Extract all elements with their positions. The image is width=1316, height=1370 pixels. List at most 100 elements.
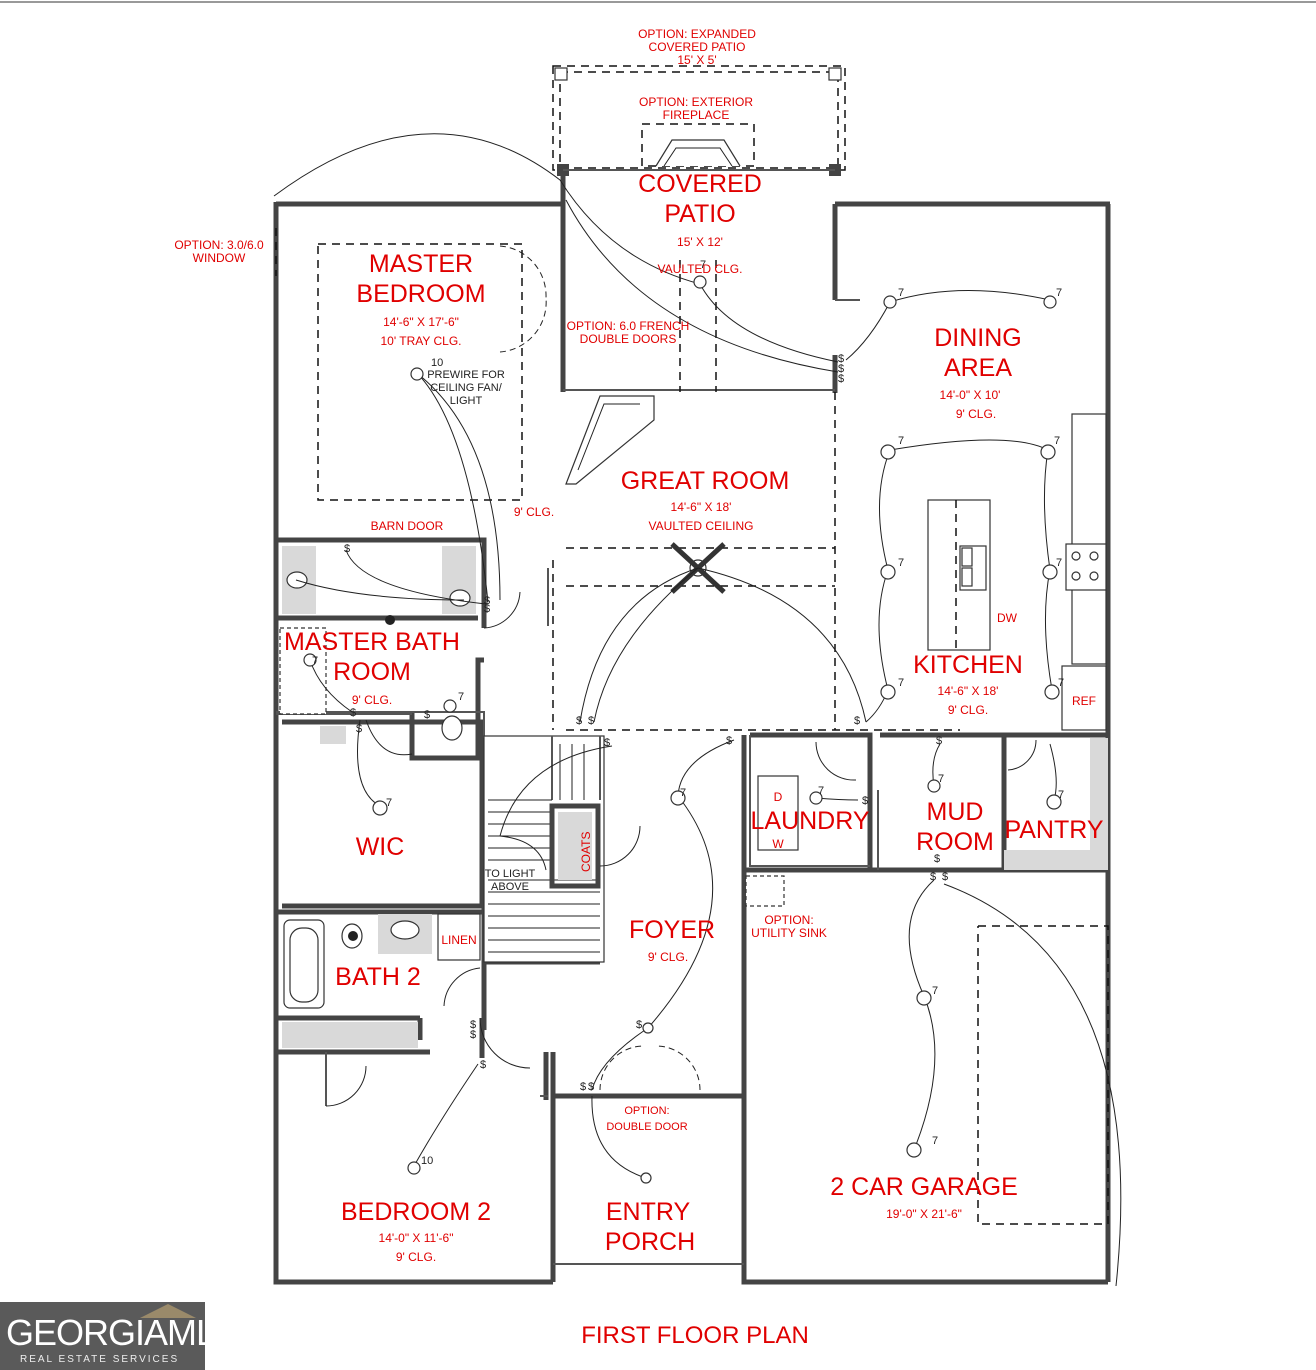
switch-symbol: $ (580, 1081, 586, 1093)
svg-text:9' CLG.: 9' CLG. (396, 1250, 436, 1264)
circuit-number: 7 (1058, 677, 1064, 689)
ceiling-dashed-lines (275, 228, 1109, 1225)
svg-text:ROOM: ROOM (333, 658, 411, 686)
switch-symbol: $ (344, 543, 350, 555)
circuit-number: 7 (898, 287, 904, 299)
switch-symbol: $ (636, 1019, 642, 1031)
linen-label: LINEN (441, 933, 476, 947)
pantry-label: PANTRY (1004, 816, 1103, 844)
svg-text:KITCHEN: KITCHEN (913, 651, 1023, 679)
switch-symbol: $ (854, 715, 860, 727)
svg-text:FOYER: FOYER (629, 916, 715, 944)
washer-label: W (772, 837, 784, 851)
svg-text:ENTRY: ENTRY (606, 1198, 691, 1226)
switch-symbol: $ (934, 853, 940, 865)
circuit-number: 7 (898, 557, 904, 569)
covered-patio-label: COVERED PATIO 15' X 12' VAULTED CLG. (638, 170, 762, 276)
interior-walls (276, 389, 1108, 1106)
svg-text:WINDOW: WINDOW (193, 251, 246, 265)
circuit-number: 7 (680, 787, 686, 799)
svg-text:VAULTED CLG.: VAULTED CLG. (658, 262, 743, 276)
fireplace-option-label: OPTION: EXTERIOR FIREPLACE (639, 95, 753, 122)
svg-text:OPTION: EXTERIOR: OPTION: EXTERIOR (639, 95, 753, 109)
mud-room-label: MUD ROOM (916, 798, 994, 856)
wic-label: WIC (356, 833, 405, 861)
svg-text:OPTION: EXPANDED: OPTION: EXPANDED (638, 27, 756, 41)
svg-text:14'-0" X 11'-6": 14'-0" X 11'-6" (379, 1231, 454, 1245)
svg-text:9' CLG.: 9' CLG. (352, 693, 392, 707)
dining-area-label: DINING AREA 14'-0" X 10' 9' CLG. (934, 324, 1022, 421)
dishwasher-label: DW (997, 611, 1018, 625)
svg-text:PORCH: PORCH (605, 1228, 695, 1256)
door-swings (325, 245, 1037, 1107)
kitchen-fixtures (745, 413, 1107, 907)
svg-text:OPTION: 6.0 FRENCH: OPTION: 6.0 FRENCH (567, 319, 690, 333)
patio-option-label: OPTION: EXPANDED COVERED PATIO 15' X 5' (638, 27, 756, 67)
master-bedroom-label: MASTER BEDROOM 14'-6" X 17'-6" 10' TRAY … (356, 250, 485, 348)
switch-symbol: $ (470, 1019, 476, 1031)
circuit-number: 7 (458, 691, 464, 703)
switch-symbol: $ (480, 1059, 486, 1071)
svg-text:VAULTED CEILING: VAULTED CEILING (649, 519, 754, 533)
circuit-number: 7 (932, 985, 938, 997)
circuit-number: 7 (898, 677, 904, 689)
refrigerator-label: REF (1072, 694, 1096, 708)
svg-text:COVERED PATIO: COVERED PATIO (649, 40, 746, 54)
circuit-number: 7 (1058, 789, 1064, 801)
utility-sink-label: OPTION: UTILITY SINK (751, 913, 827, 940)
svg-text:PATIO: PATIO (664, 200, 735, 228)
svg-text:AREA: AREA (944, 354, 1012, 382)
electrical-wiring (273, 133, 1122, 1287)
switch-symbol: $ (484, 603, 490, 615)
svg-text:PREWIRE FOR: PREWIRE FOR (427, 369, 505, 381)
switch-symbol: $ (576, 715, 582, 727)
bedroom-fan-number: 10 (421, 1155, 433, 1167)
svg-text:GREAT ROOM: GREAT ROOM (621, 467, 790, 495)
svg-text:MASTER: MASTER (369, 250, 473, 278)
switch-symbol: $ (726, 735, 732, 747)
ceiling-fan-prewire-label: PREWIRE FOR CEILING FAN/ LIGHT (427, 369, 505, 407)
light-fixtures (303, 275, 1062, 1184)
circuit-number: 7 (1056, 557, 1062, 569)
svg-text:14'-0" X 10': 14'-0" X 10' (940, 388, 1001, 402)
svg-text:15' X 12': 15' X 12' (677, 235, 723, 249)
switch-symbol: $ (588, 1081, 594, 1093)
switch-symbol: $ (838, 373, 844, 385)
svg-text:TO LIGHT: TO LIGHT (485, 868, 536, 880)
svg-text:UTILITY SINK: UTILITY SINK (751, 926, 827, 940)
svg-text:LIGHT: LIGHT (450, 395, 483, 407)
entry-porch-label: ENTRY PORCH (605, 1198, 695, 1256)
svg-text:9' CLG.: 9' CLG. (956, 407, 996, 421)
circuit-number: 7 (818, 785, 824, 797)
switch-symbol: $ (838, 363, 844, 375)
great-room-label: GREAT ROOM 14'-6" X 18' VAULTED CEILING (621, 467, 790, 533)
barn-door-label: BARN DOOR (371, 519, 444, 533)
expanded-patio-outline (552, 65, 846, 171)
kitchen-label: KITCHEN 14'-6" X 18' 9' CLG. (913, 651, 1023, 717)
logo-roof-icon (140, 1304, 196, 1318)
svg-text:DINING: DINING (934, 324, 1022, 352)
bath-fixtures (279, 395, 655, 1048)
svg-text:10' TRAY CLG.: 10' TRAY CLG. (381, 334, 462, 348)
svg-text:15' X 5': 15' X 5' (677, 53, 716, 67)
circuit-number: 7 (938, 773, 944, 785)
switch-symbol: $ (862, 795, 868, 807)
svg-text:9' CLG.: 9' CLG. (648, 950, 688, 964)
fan-circuit-number: 10 (431, 357, 443, 369)
svg-text:OPTION:: OPTION: (764, 913, 813, 927)
svg-text:CEILING FAN/: CEILING FAN/ (430, 382, 502, 394)
coats-label: COATS (579, 832, 593, 872)
switch-symbol: $ (604, 737, 610, 749)
bath-2-label: BATH 2 (335, 963, 421, 991)
switch-symbol: $ (936, 735, 942, 747)
switch-symbol: $ (838, 353, 844, 365)
georgia-mls-logo: GEORGIAMLS REAL ESTATE SERVICES (0, 1302, 239, 1370)
circuit-number: 7 (1056, 287, 1062, 299)
circuit-number: 7 (932, 1135, 938, 1147)
dryer-label: D (774, 790, 783, 804)
svg-text:DOUBLE DOOR: DOUBLE DOOR (606, 1121, 687, 1133)
window-option-label: OPTION: 3.0/6.0 WINDOW (174, 238, 264, 265)
logo-tagline: REAL ESTATE SERVICES (20, 1354, 180, 1365)
svg-text:MUD: MUD (927, 798, 984, 826)
